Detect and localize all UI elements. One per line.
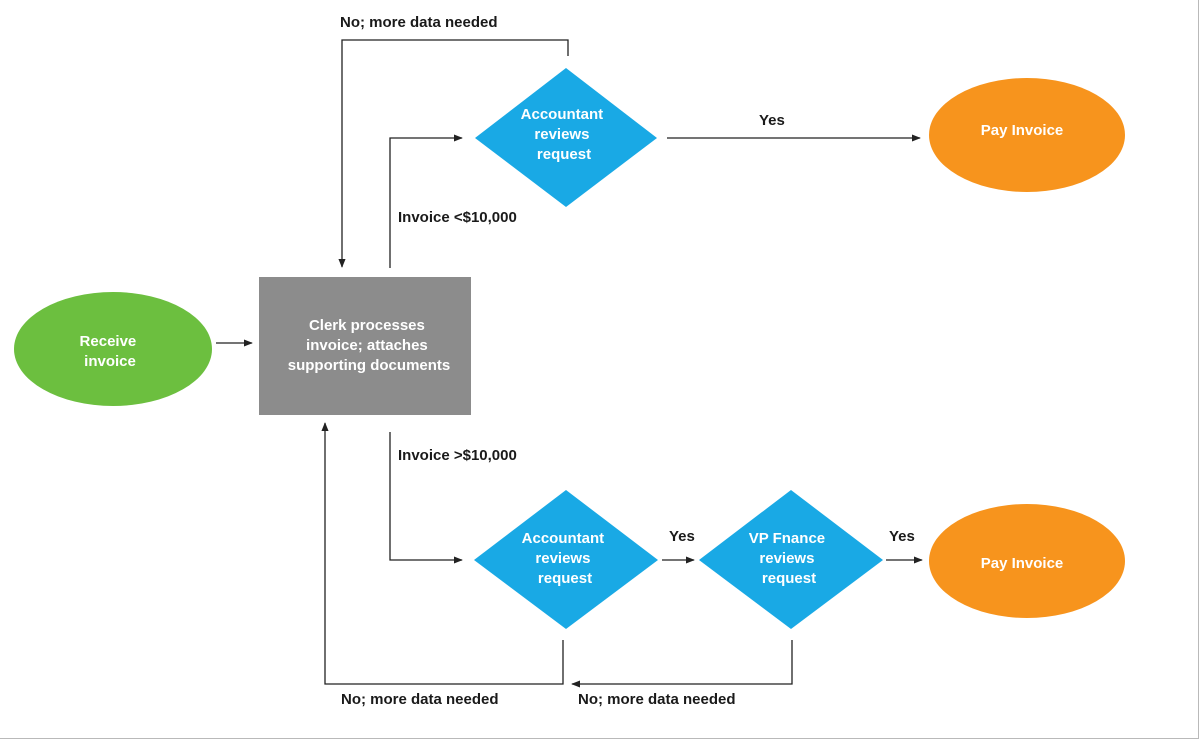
decision-diamond bbox=[474, 490, 658, 629]
svg-text:Accountant reviews: Accountant reviews request bbox=[522, 530, 609, 587]
decision-diamond bbox=[699, 490, 883, 629]
svg-text:Receive invoice: Receive invoice bbox=[80, 333, 141, 370]
svg-text:Accountant reviews: Accountant reviews request bbox=[521, 106, 608, 163]
process-node-clerk: Clerk processes invoice; attaches suppor… bbox=[259, 277, 471, 415]
decision-node-accountant-bottom: Accountant reviews request bbox=[474, 490, 658, 629]
process-rect bbox=[259, 277, 471, 415]
decision-node-vp-finance: VP Fnance reviews request bbox=[699, 490, 883, 629]
decision-node-accountant-top: Accountant reviews request bbox=[475, 68, 657, 207]
end-ellipse bbox=[929, 504, 1125, 618]
arrow-bottom-loop-back bbox=[321, 422, 564, 685]
label-yes-acct-vp: Yes bbox=[669, 528, 695, 545]
decision-diamond bbox=[475, 68, 657, 207]
vp-line-3: request bbox=[762, 570, 816, 587]
receive-line-2: invoice bbox=[84, 353, 136, 370]
label-top-loop: No; more data needed bbox=[340, 14, 498, 31]
receive-line-1: Receive bbox=[80, 333, 137, 350]
label-yes-vp-pay: Yes bbox=[889, 528, 915, 545]
svg-text:Clerk processes invoice;: Clerk processes invoice; attaches suppor… bbox=[288, 317, 451, 374]
pay-bottom-label: Pay Invoice bbox=[981, 555, 1064, 572]
acct-bottom-line-3: request bbox=[538, 570, 592, 587]
clerk-line-2: invoice; attaches bbox=[306, 337, 428, 354]
svg-text:VP Fnance reviews: VP Fnance reviews request bbox=[749, 530, 830, 587]
label-bottom-loop-right: No; more data needed bbox=[578, 691, 736, 708]
acct-top-line-1: Accountant bbox=[521, 106, 604, 123]
vp-line-2: reviews bbox=[759, 550, 814, 567]
start-node-receive-invoice: Receive invoice bbox=[14, 292, 212, 406]
label-under-10k: Invoice <$10,000 bbox=[398, 209, 517, 226]
label-bottom-loop-left: No; more data needed bbox=[341, 691, 499, 708]
end-node-pay-invoice-bottom: Pay Invoice bbox=[929, 504, 1125, 618]
arrow-top-loop-back bbox=[338, 39, 569, 268]
start-ellipse bbox=[14, 292, 212, 406]
arrow-vp-loop-back bbox=[571, 640, 793, 688]
acct-bottom-line-2: reviews bbox=[535, 550, 590, 567]
arrow-clerk-to-accountant-bottom bbox=[389, 432, 463, 564]
clerk-line-1: Clerk processes bbox=[309, 317, 425, 334]
label-over-10k: Invoice >$10,000 bbox=[398, 447, 517, 464]
pay-top-label: Pay Invoice bbox=[981, 122, 1064, 139]
end-ellipse bbox=[929, 78, 1125, 192]
end-node-pay-invoice-top: Pay Invoice bbox=[929, 78, 1125, 192]
acct-bottom-line-1: Accountant bbox=[522, 530, 605, 547]
acct-top-line-2: reviews bbox=[534, 126, 589, 143]
acct-top-line-3: request bbox=[537, 146, 591, 163]
vp-line-1: VP Fnance bbox=[749, 530, 825, 547]
arrow-clerk-to-accountant-top bbox=[389, 134, 463, 268]
label-yes-top: Yes bbox=[759, 112, 785, 129]
clerk-line-3: supporting documents bbox=[288, 357, 451, 374]
